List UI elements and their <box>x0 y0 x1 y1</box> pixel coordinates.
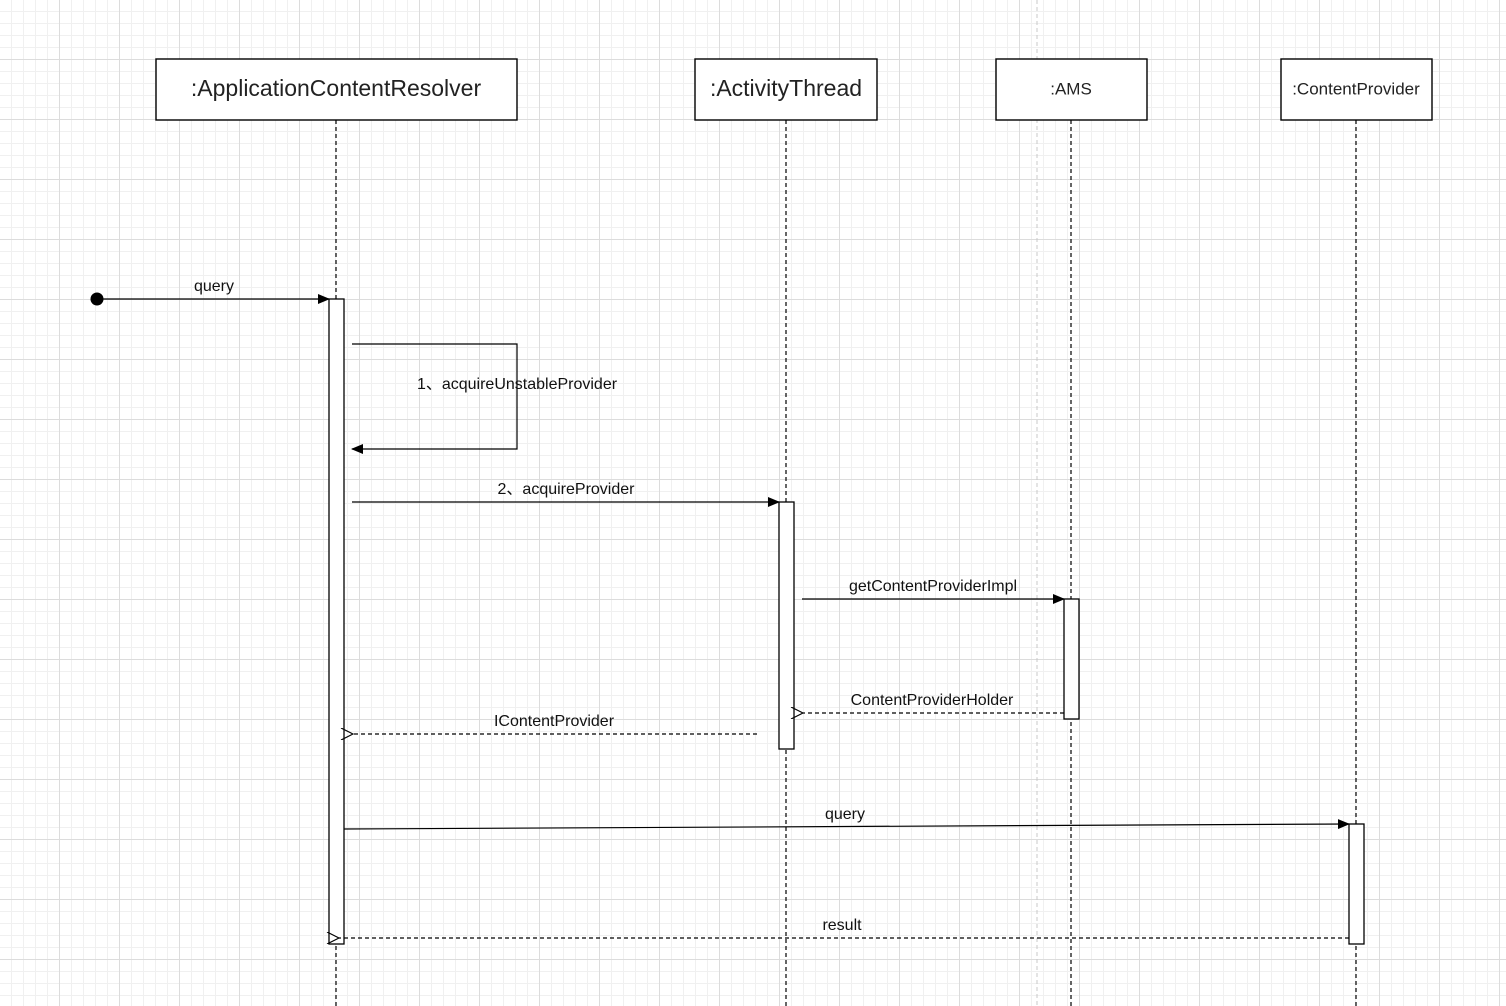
participant-label: :ActivityThread <box>710 75 862 101</box>
message-query-incoming[interactable]: query <box>90 278 330 306</box>
activation-bar-content-provider <box>1348 823 1365 945</box>
activation-bar-activity-thread <box>778 501 795 750</box>
activation-bar-ams <box>1063 598 1080 720</box>
message-label: getContentProviderImpl <box>849 578 1017 595</box>
participant-application-content-resolver[interactable]: :ApplicationContentResolver <box>155 58 518 121</box>
message-icontent-provider-return[interactable]: IContentProvider <box>353 713 757 734</box>
participant-content-provider[interactable]: :ContentProvider <box>1280 58 1433 121</box>
activation-bar-application-content-resolver <box>328 298 345 945</box>
message-label: result <box>822 917 862 934</box>
message-label: 2、acquireProvider <box>498 481 636 498</box>
message-acquire-provider[interactable]: 2、acquireProvider <box>352 481 780 507</box>
message-label: query <box>825 806 865 823</box>
message-content-provider-holder-return[interactable]: ContentProviderHolder <box>803 692 1064 713</box>
participant-activity-thread[interactable]: :ActivityThread <box>694 58 878 121</box>
message-label: ContentProviderHolder <box>851 692 1014 709</box>
message-result-return[interactable]: result <box>339 917 1349 938</box>
participant-label: :ContentProvider <box>1292 79 1420 98</box>
participant-label: :AMS <box>1050 79 1092 98</box>
participant-label: :ApplicationContentResolver <box>191 75 482 101</box>
message-label: IContentProvider <box>494 713 615 730</box>
participant-ams[interactable]: :AMS <box>995 58 1148 121</box>
message-get-content-provider-impl[interactable]: getContentProviderImpl <box>802 578 1065 604</box>
message-label: 1、acquireUnstableProvider <box>417 376 618 393</box>
message-query-content-provider[interactable]: query <box>343 806 1350 830</box>
message-acquire-unstable-provider[interactable]: 1、acquireUnstableProvider <box>351 343 618 454</box>
message-label: query <box>194 278 234 295</box>
